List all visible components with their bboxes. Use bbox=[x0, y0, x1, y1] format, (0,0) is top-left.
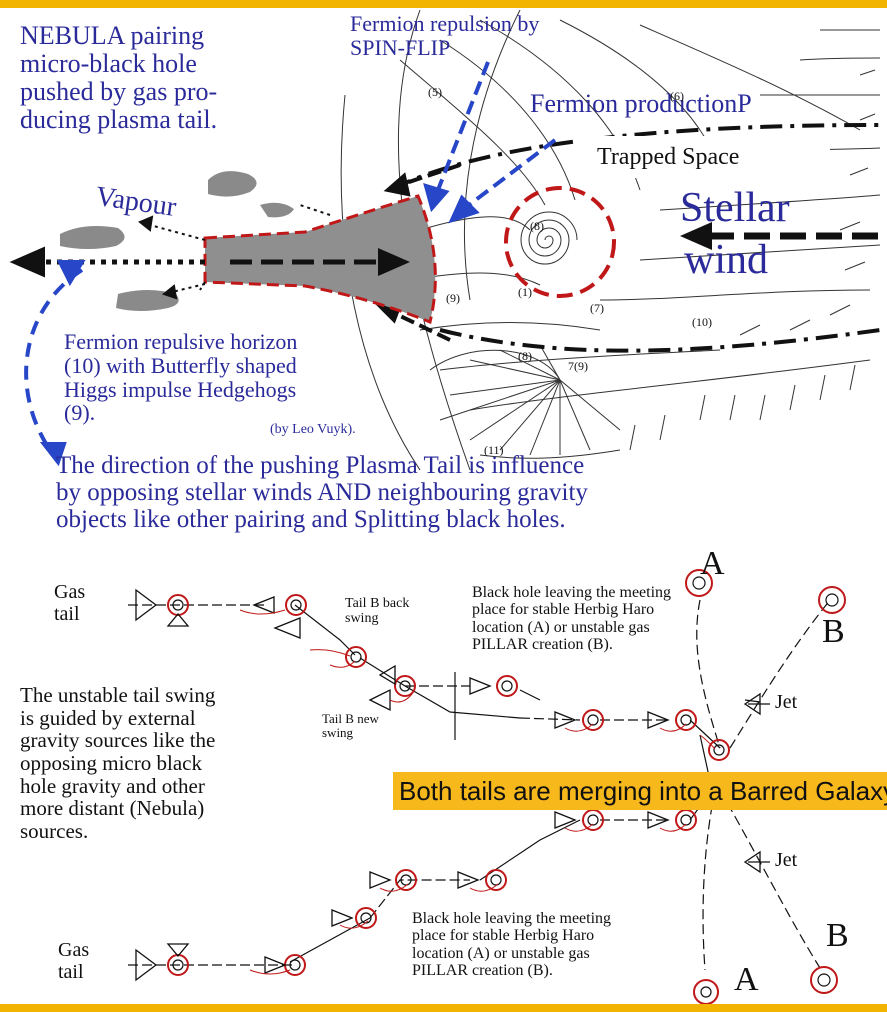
nebula-title-line-2: micro-black hole bbox=[20, 49, 197, 79]
jet-lines bbox=[748, 703, 770, 863]
fermion-repulsion-line-2: SPIN-FLIP bbox=[350, 34, 451, 60]
nebula-title-line-3: pushed by gas pro- bbox=[20, 77, 218, 107]
fermion-production-label: Fermion productionP bbox=[530, 89, 752, 118]
unstable-line-2: is guided by external bbox=[20, 705, 196, 730]
trapped-space-label: Trapped Space bbox=[575, 136, 830, 178]
unstable-line-3: gravity sources like the bbox=[20, 728, 216, 753]
gas-tail-top-line-2: tail bbox=[54, 602, 80, 625]
stellar-wind-arrow bbox=[680, 222, 878, 250]
author-credit: (by Leo Vuyk). bbox=[270, 422, 356, 437]
label-a-bottom: A bbox=[734, 961, 759, 998]
horizon-line-4: (9). bbox=[64, 400, 96, 426]
direction-line-1: The direction of the pushing Plasma Tail… bbox=[56, 452, 585, 479]
nebula-title-line-4: ducing plasma tail. bbox=[20, 105, 218, 135]
sketch-number-8a: (8) bbox=[530, 219, 544, 233]
sketch-number-8b: (8) bbox=[518, 349, 532, 363]
gas-tail-top-line-1: Gas bbox=[54, 581, 86, 603]
plasma-tail-arrow bbox=[230, 248, 410, 276]
jet-label-top: Jet bbox=[775, 691, 798, 713]
gas-tail-bottom-label: Gas tail bbox=[58, 939, 90, 983]
leaving-top-line-3: location (A) or unstable gas bbox=[472, 618, 650, 636]
unstable-line-4: opposing micro black bbox=[20, 751, 202, 776]
field-line-sketch bbox=[340, 9, 881, 471]
sketch-number-11: (11) bbox=[484, 443, 504, 457]
tail-b-back-swing-label: Tail B back swing bbox=[345, 596, 409, 626]
tail-b-back-line-1: Tail B back bbox=[345, 596, 410, 611]
sketch-number-7-9: 7(9) bbox=[568, 359, 588, 373]
horizon-line-2: (10) with Butterfly shaped bbox=[64, 352, 297, 378]
unstable-line-6: more distant (Nebula) bbox=[20, 796, 205, 821]
leaving-bottom-line-4: PILLAR creation (B). bbox=[412, 961, 553, 979]
sketch-number-9: (9) bbox=[446, 291, 460, 305]
fermion-repulsion-line-1: Fermion repulsion by bbox=[350, 11, 540, 36]
label-b-bottom: B bbox=[826, 917, 849, 954]
unstable-line-1: The unstable tail swing bbox=[20, 683, 216, 707]
stellar-label: Stellar bbox=[680, 185, 790, 231]
spiral-vortex bbox=[520, 211, 578, 265]
outline-arrows bbox=[135, 588, 761, 982]
gas-tail-bottom-line-1: Gas bbox=[58, 939, 90, 961]
tail-b-back-line-2: swing bbox=[345, 611, 379, 627]
direction-line-3: objects like other pairing and Splitting… bbox=[56, 506, 566, 533]
sketch-number-1: (1) bbox=[518, 285, 532, 299]
sketch-number-7: (7) bbox=[590, 301, 604, 315]
jet-label-bottom: Jet bbox=[775, 849, 798, 871]
horizon-dash-dot-lines bbox=[389, 123, 881, 353]
fermion-repulsion-label: Fermion repulsion by SPIN-FLIP bbox=[350, 12, 539, 60]
horizon-line-3: Higgs impulse Hedgehogs bbox=[64, 376, 297, 402]
leaving-bottom-line-1: Black hole leaving the meeting bbox=[412, 910, 612, 927]
leaving-bottom-line-2: place for stable Herbig Haro bbox=[412, 927, 595, 945]
nebula-title-line-1: NEBULA pairing bbox=[20, 21, 205, 50]
bottom-accent-bar bbox=[0, 1004, 887, 1012]
gas-tail-bottom-line-2: tail bbox=[58, 960, 84, 983]
vapour-blobs bbox=[60, 171, 294, 311]
trapped-space-circle bbox=[504, 186, 616, 298]
leaving-top-line-4: PILLAR creation (B). bbox=[472, 635, 613, 653]
wind-label: wind bbox=[684, 237, 768, 283]
sketch-number-6: (6) bbox=[670, 89, 684, 103]
sketch-number-5: (5) bbox=[428, 85, 442, 99]
leaving-bottom-line-3: location (A) or unstable gas bbox=[412, 944, 590, 962]
merging-banner: Both tails are merging into a Barred Gal… bbox=[393, 772, 887, 810]
leaving-bottom-description: Black hole leaving the meeting place for… bbox=[412, 910, 611, 979]
label-b-top: B bbox=[822, 613, 845, 650]
unstable-line-7: sources. bbox=[20, 819, 89, 844]
horizon-line-1: Fermion repulsive horizon bbox=[64, 329, 298, 354]
leaving-top-line-2: place for stable Herbig Haro bbox=[472, 601, 655, 619]
label-a-top: A bbox=[700, 545, 725, 582]
tail-b-new-line-2: swing bbox=[322, 725, 354, 741]
direction-line-2: by opposing stellar winds AND neighbouri… bbox=[56, 479, 588, 506]
leaving-top-description: Black hole leaving the meeting place for… bbox=[472, 584, 671, 653]
sketch-number-10: (10) bbox=[692, 315, 712, 329]
direction-description: The direction of the pushing Plasma Tail… bbox=[56, 452, 588, 533]
horizon-description: Fermion repulsive horizon (10) with Butt… bbox=[64, 330, 297, 425]
plasma-tail-shape bbox=[203, 194, 437, 325]
leaving-top-line-1: Black hole leaving the meeting bbox=[472, 584, 672, 601]
black-hole-markers bbox=[167, 569, 846, 1005]
vapour-dotted-arrows bbox=[9, 204, 331, 300]
nebula-title: NEBULA pairing micro-black hole pushed b… bbox=[20, 21, 218, 135]
tail-b-new-line-1: Tail B new bbox=[322, 711, 379, 726]
unstable-line-5: hole gravity and other bbox=[20, 773, 205, 798]
unstable-tail-description: The unstable tail swing is guided by ext… bbox=[20, 684, 215, 843]
top-accent-bar bbox=[0, 0, 887, 8]
gas-tail-top-label: Gas tail bbox=[54, 581, 86, 625]
tail-b-new-swing-label: Tail B new swing bbox=[322, 711, 379, 741]
blue-dashed-arrows bbox=[24, 61, 557, 467]
